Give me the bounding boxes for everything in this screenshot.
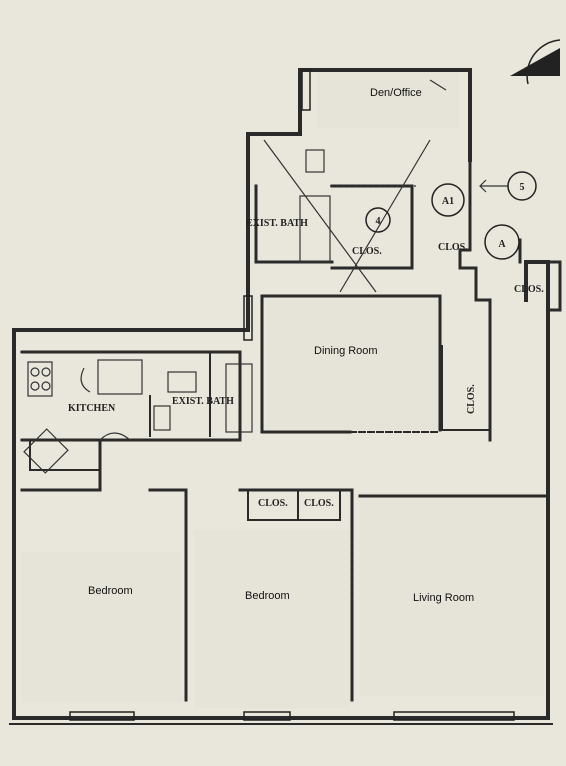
- bedroom2-overlay: [194, 530, 350, 708]
- label-clos-vertical: CLOS.: [466, 384, 477, 414]
- bedroom1-overlay: [22, 552, 182, 702]
- north-label: NO: [536, 64, 551, 75]
- room-overlays: [22, 72, 544, 708]
- label-kitchen: KITCHEN: [68, 403, 116, 414]
- label-clos-mid2: CLOS.: [304, 498, 334, 509]
- label-bedroom-left: Bedroom: [88, 585, 133, 597]
- sink-bottom: [167, 371, 197, 393]
- toilet-bottom: [153, 405, 171, 431]
- marker-a1: A1: [442, 196, 454, 207]
- demo-line-1: [263, 139, 377, 293]
- kitchen-counter: [97, 359, 143, 395]
- fixtures: [23, 79, 508, 600]
- kitchen-sink: [23, 428, 69, 474]
- label-exist-bath-bottom: EXIST. BATH: [172, 396, 234, 407]
- label-clos-right: CLOS.: [438, 242, 468, 253]
- door-swing-hall: [99, 432, 131, 441]
- north-arc: [526, 39, 561, 85]
- marker-a: A: [498, 239, 506, 250]
- window-den: [301, 69, 311, 111]
- marker-five: 5: [520, 182, 525, 193]
- window-living: [393, 711, 515, 721]
- tub-bottom: [225, 363, 253, 433]
- label-clos-mid1: CLOS.: [258, 498, 288, 509]
- marker-four-circle: [365, 207, 391, 233]
- markers: A1 A 5 4 NO: [365, 39, 561, 260]
- window-bedroom1: [69, 711, 135, 721]
- label-den-office: Den/Office: [370, 87, 422, 99]
- stove: [27, 361, 53, 397]
- section-arrow: [479, 179, 508, 193]
- dining-overlay: [266, 300, 442, 430]
- north-arrow-icon: [510, 48, 560, 76]
- living-overlay: [360, 492, 544, 696]
- label-clos-top: CLOS.: [352, 246, 382, 257]
- marker-four: 4: [376, 216, 381, 227]
- label-bedroom-center: Bedroom: [245, 590, 290, 602]
- handwritten-labels: KITCHEN EXIST. BATH EXIST. BATH CLOS. CL…: [68, 218, 544, 509]
- window-bedroom2: [243, 711, 291, 721]
- label-living-room: Living Room: [413, 592, 474, 604]
- demo-line-2: [339, 139, 431, 293]
- label-exist-bath-top: EXIST. BATH: [246, 218, 308, 229]
- windows: [69, 69, 515, 721]
- den-overlay: [318, 72, 458, 128]
- den-arrow: [429, 79, 447, 91]
- sink-top: [305, 149, 325, 173]
- exterior-walls: [9, 68, 562, 725]
- marker-a1-circle: [431, 183, 465, 217]
- window-dining: [243, 295, 253, 341]
- room-labels: Den/Office Dining Room Bedroom Bedroom L…: [88, 87, 474, 604]
- label-clos-far-right: CLOS.: [514, 284, 544, 295]
- marker-a-circle: [484, 224, 520, 260]
- marker-five-circle: [507, 171, 537, 201]
- door-swing-kitchen: [80, 367, 91, 393]
- label-dining-room: Dining Room: [314, 345, 378, 357]
